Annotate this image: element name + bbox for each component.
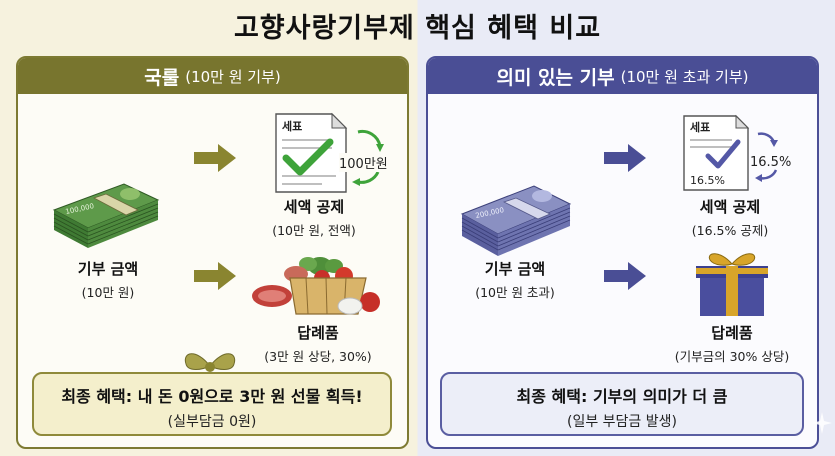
money-stack-icon: 200,000	[460, 185, 572, 256]
right-tax: 세액 공제 (16.5% 공제)	[680, 196, 780, 239]
right-gift: 답례품 (기부금의 30% 상당)	[662, 322, 802, 365]
left-donation: 기부 금액 (10만 원)	[62, 258, 154, 301]
sparkle-icon	[812, 412, 832, 434]
left-tax-sub: (10만 원, 전액)	[272, 223, 356, 238]
right-tax-label: 세액 공제	[699, 198, 761, 216]
right-header-main: 의미 있는 기부	[496, 66, 615, 89]
right-tax-sub: (16.5% 공제)	[691, 223, 769, 238]
right-final-box: 최종 혜택: 기부의 의미가 더 큼 (일부 부담금 발생)	[440, 372, 804, 436]
left-panel-header: 국룰 (10만 원 기부)	[18, 58, 407, 94]
right-arrow-bottom-icon	[604, 262, 646, 290]
left-arrow-top-icon	[194, 144, 236, 172]
page-title: 고향사랑기부제 핵심 혜택 비교	[233, 13, 602, 44]
left-donation-sub: (10만 원)	[81, 285, 135, 300]
right-gift-sub: (기부금의 30% 상당)	[674, 349, 790, 364]
tax-document-icon: 세표 16.5%	[683, 114, 778, 191]
tax-doc-value: 16.5%	[690, 174, 725, 187]
tax-document-icon: 세표	[275, 112, 384, 193]
right-donation-sub: (10만 원 초과)	[475, 285, 555, 300]
tax-cycle-label: 16.5%	[750, 155, 792, 170]
right-donation: 기부 금액 (10만 원 초과)	[460, 258, 570, 301]
right-final-main: 최종 혜택: 기부의 의미가 더 큼	[516, 387, 728, 406]
left-tax-label: 세액 공제	[283, 198, 345, 216]
left-header-sub: (10만 원 기부)	[185, 67, 281, 86]
left-gift-sub: (3만 원 상당, 30%)	[264, 349, 372, 364]
left-panel: 국룰 (10만 원 기부) 100,000 기부 금액 (10만 원)	[16, 56, 409, 449]
tax-doc-label: 세표	[690, 120, 710, 134]
right-panel: 의미 있는 기부 (10만 원 초과 기부) 200,000 기부 금액 (10…	[426, 56, 819, 449]
right-panel-header: 의미 있는 기부 (10만 원 초과 기부)	[428, 58, 817, 94]
left-gift: 답례품 (3만 원 상당, 30%)	[258, 322, 378, 365]
ribbon-bow-icon	[184, 353, 236, 372]
left-final-sub: (실부담금 0원)	[167, 414, 257, 430]
right-arrow-top-icon	[604, 144, 646, 172]
tax-doc-label: 세표	[282, 119, 302, 133]
left-final-box: 최종 혜택: 내 돈 0원으로 3만 원 선물 획득! (실부담금 0원)	[32, 372, 392, 436]
tax-cycle-label: 100만원	[339, 153, 388, 172]
left-donation-label: 기부 금액	[77, 260, 139, 278]
right-final-sub: (일부 부담금 발생)	[567, 414, 677, 430]
gift-box-icon	[696, 253, 768, 316]
money-stack-icon: 100,000	[52, 183, 160, 248]
left-final-main: 최종 혜택: 내 돈 0원으로 3만 원 선물 획득!	[61, 387, 363, 406]
right-gift-label: 답례품	[711, 324, 753, 342]
gift-basket-icon	[252, 257, 380, 315]
left-gift-label: 답례품	[297, 324, 339, 342]
left-header-main: 국룰	[144, 66, 180, 89]
left-tax: 세액 공제 (10만 원, 전액)	[264, 196, 364, 239]
right-header-sub: (10만 원 초과 기부)	[620, 67, 749, 86]
right-donation-label: 기부 금액	[484, 260, 546, 278]
left-arrow-bottom-icon	[194, 262, 236, 290]
